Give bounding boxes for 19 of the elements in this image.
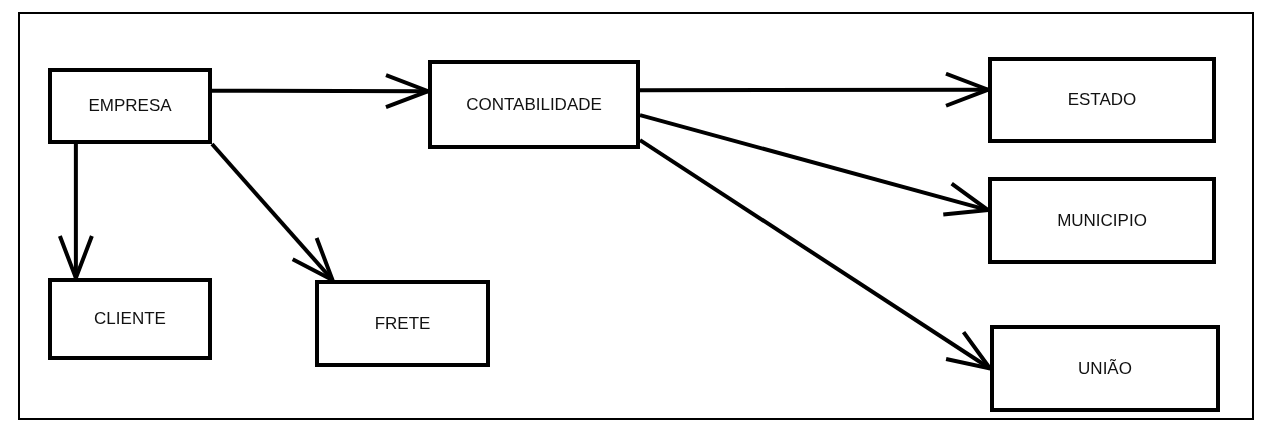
arrow (212, 73, 430, 110)
process-box (428, 60, 640, 149)
arrow (639, 113, 990, 217)
process-box (988, 177, 1216, 264)
process-box (48, 68, 212, 144)
box-label: EMPRESA (88, 96, 172, 116)
process-box (315, 280, 490, 367)
process-box (990, 325, 1220, 412)
process-box (48, 278, 212, 360)
process-box (988, 57, 1216, 143)
box-label: FRETE (374, 313, 431, 334)
box-label: UNIÃO (1078, 358, 1132, 379)
box-label: MUNICIPIO (1057, 210, 1147, 231)
box-label: ESTADO (1067, 90, 1137, 110)
arrow (640, 71, 990, 108)
box-label: CLIENTE (94, 309, 166, 329)
arrow (57, 144, 94, 280)
box-label: CONTABILIDADE (466, 94, 602, 115)
arrow (210, 142, 335, 282)
